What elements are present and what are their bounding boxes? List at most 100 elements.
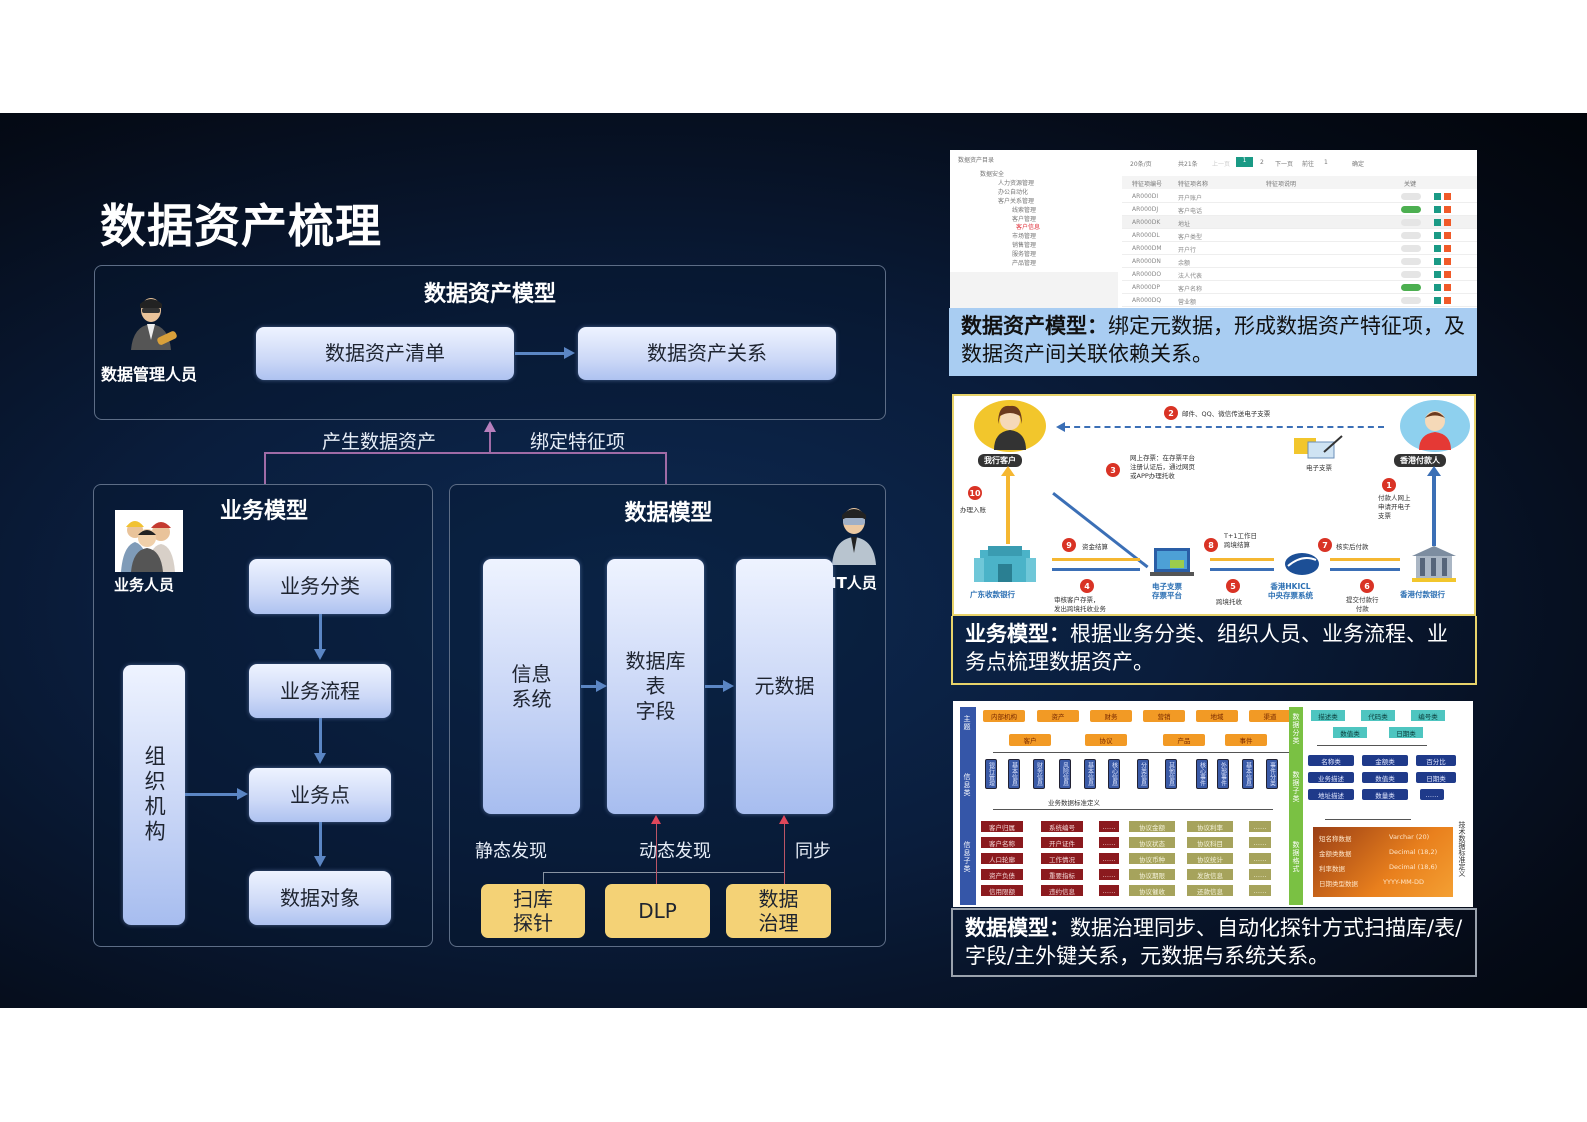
tree-item[interactable]: 客户管理 [1012, 216, 1037, 223]
data-subclass-box[interactable]: 业务描述 [1308, 772, 1354, 783]
info-subclass-box[interactable]: 重要指标 [1041, 869, 1083, 880]
info-subclass-box[interactable]: 协议期限 [1129, 869, 1175, 880]
info-subclass-box[interactable]: 协议金额 [1129, 821, 1175, 832]
info-system-box[interactable]: 信息 系统 [483, 559, 580, 814]
key-toggle[interactable] [1401, 271, 1421, 278]
info-subclass-box[interactable]: 协议统计 [1187, 853, 1233, 864]
key-toggle[interactable] [1401, 232, 1421, 239]
info-class-box[interactable]: 财务信息 [1033, 759, 1045, 789]
tree-item[interactable]: 办公自动化 [998, 189, 1029, 196]
key-toggle[interactable] [1401, 193, 1421, 200]
page-input[interactable]: 1 [1324, 159, 1328, 166]
info-subclass-box[interactable]: 系统编号 [1041, 821, 1083, 832]
tree-item[interactable]: 人力资源管理 [998, 180, 1035, 187]
info-subclass-box[interactable]: 客户归属 [981, 821, 1023, 832]
data-subclass-box[interactable]: 日期类 [1416, 772, 1456, 783]
info-class-box[interactable]: 分类信息 [1137, 759, 1149, 789]
data-class-box[interactable]: 日期类 [1389, 727, 1423, 738]
entity-box[interactable]: 协议 [1085, 734, 1127, 746]
info-class-box[interactable]: 外部事件 [1217, 759, 1229, 789]
entity-box[interactable]: 客户 [1009, 734, 1051, 746]
data-subclass-box[interactable]: 数量类 [1362, 789, 1408, 800]
confirm-button[interactable]: 确定 [1352, 161, 1365, 168]
tree-item[interactable]: 服务管理 [1012, 251, 1037, 258]
info-class-box[interactable]: 其他信息 [1165, 759, 1177, 789]
topic-box[interactable]: 资产 [1037, 710, 1079, 722]
scan-probe-box[interactable]: 扫库 探针 [481, 884, 585, 938]
data-class-box[interactable]: 数值类 [1333, 727, 1367, 738]
info-subclass-box[interactable]: 开户证件 [1041, 837, 1083, 848]
info-class-box[interactable]: 基本信息 [1084, 759, 1096, 789]
business-point-box[interactable]: 业务点 [249, 768, 391, 822]
info-class-box[interactable]: 基本信息 [1008, 759, 1020, 789]
info-subclass-box[interactable]: 信用限额 [981, 885, 1023, 896]
data-class-box[interactable]: 代码类 [1361, 710, 1395, 721]
info-class-box[interactable]: 核心事件 [1196, 759, 1208, 789]
tree-item[interactable]: 产品管理 [1012, 260, 1037, 267]
key-toggle[interactable] [1401, 284, 1421, 291]
info-class-box[interactable]: 风险信息 [1059, 759, 1071, 789]
info-subclass-box[interactable]: 资产负债 [981, 869, 1023, 880]
metadata-box[interactable]: 元数据 [736, 559, 833, 814]
org-structure-box[interactable]: 组织机构 [123, 665, 185, 925]
entity-box[interactable]: 产品 [1163, 734, 1205, 746]
info-subclass-box[interactable]: 协议科目 [1187, 837, 1233, 848]
dlp-box[interactable]: DLP [605, 884, 710, 938]
topic-box[interactable]: 渠道 [1249, 710, 1291, 722]
business-category-box[interactable]: 业务分类 [249, 559, 391, 614]
tree-item-selected[interactable]: 客户信息 [1016, 224, 1041, 231]
prev-page[interactable]: 上一页 [1212, 161, 1231, 168]
data-governance-box[interactable]: 数据 治理 [726, 884, 831, 938]
data-class-box[interactable]: 描述类 [1311, 710, 1345, 721]
data-subclass-box[interactable]: 百分比 [1416, 755, 1456, 766]
data-subclass-box[interactable]: 地址描述 [1308, 789, 1354, 800]
tree-item[interactable]: 销售管理 [1012, 242, 1037, 249]
info-subclass-box[interactable]: 还款信息 [1187, 885, 1233, 896]
info-subclass-box[interactable]: 协议利率 [1187, 821, 1233, 832]
key-toggle[interactable] [1401, 219, 1421, 226]
info-subclass-box[interactable]: 人口轮廓 [981, 853, 1023, 864]
topic-box[interactable]: 地域 [1196, 710, 1238, 722]
tree-item[interactable]: 数据安全 [980, 171, 1005, 178]
key-toggle[interactable] [1401, 206, 1421, 213]
info-class-box[interactable]: 核心信息 [1108, 759, 1120, 789]
info-subclass-box[interactable]: 协议币种 [1129, 853, 1175, 864]
tree-item[interactable]: 市场管理 [1012, 233, 1037, 240]
data-subclass-box[interactable]: 名称类 [1308, 755, 1354, 766]
data-class-box[interactable]: 编号类 [1411, 710, 1445, 721]
db-table-field-box[interactable]: 数据库 表 字段 [607, 559, 704, 814]
topic-box[interactable]: 内部机构 [983, 710, 1025, 722]
data-object-box[interactable]: 数据对象 [249, 871, 391, 925]
key-toggle[interactable] [1401, 245, 1421, 252]
info-class-box[interactable]: 基本信息 [1242, 759, 1254, 789]
tree-item[interactable]: 客户关系管理 [998, 198, 1035, 205]
info-subclass-box[interactable]: 工作情况 [1041, 853, 1083, 864]
entity-box[interactable]: 事件 [1225, 734, 1267, 746]
data-subclass-box[interactable]: 金额类 [1362, 755, 1408, 766]
info-class-box[interactable]: 银行管理 [985, 759, 997, 789]
page-size-select[interactable]: 20条/页 [1130, 161, 1152, 168]
asset-list-box[interactable]: 数据资产清单 [256, 327, 514, 380]
current-page[interactable]: 1 [1236, 157, 1253, 167]
key-toggle[interactable] [1401, 297, 1421, 304]
business-process-box[interactable]: 业务流程 [249, 664, 391, 718]
data-subclass-box[interactable]: 数值类 [1362, 772, 1408, 783]
asset-relation-box[interactable]: 数据资产关系 [578, 327, 836, 380]
info-subclass-box[interactable]: 协议催收 [1129, 885, 1175, 896]
page-2[interactable]: 2 [1260, 159, 1264, 166]
info-subclass-box[interactable]: 违约信息 [1041, 885, 1083, 896]
info-subclass-box[interactable]: 协议状态 [1129, 837, 1175, 848]
topic-box[interactable]: 财务 [1090, 710, 1132, 722]
tree-item[interactable]: 线索管理 [1012, 207, 1037, 214]
info-class-box[interactable]: 事件分类 [1266, 759, 1278, 789]
next-page[interactable]: 下一页 [1275, 161, 1294, 168]
